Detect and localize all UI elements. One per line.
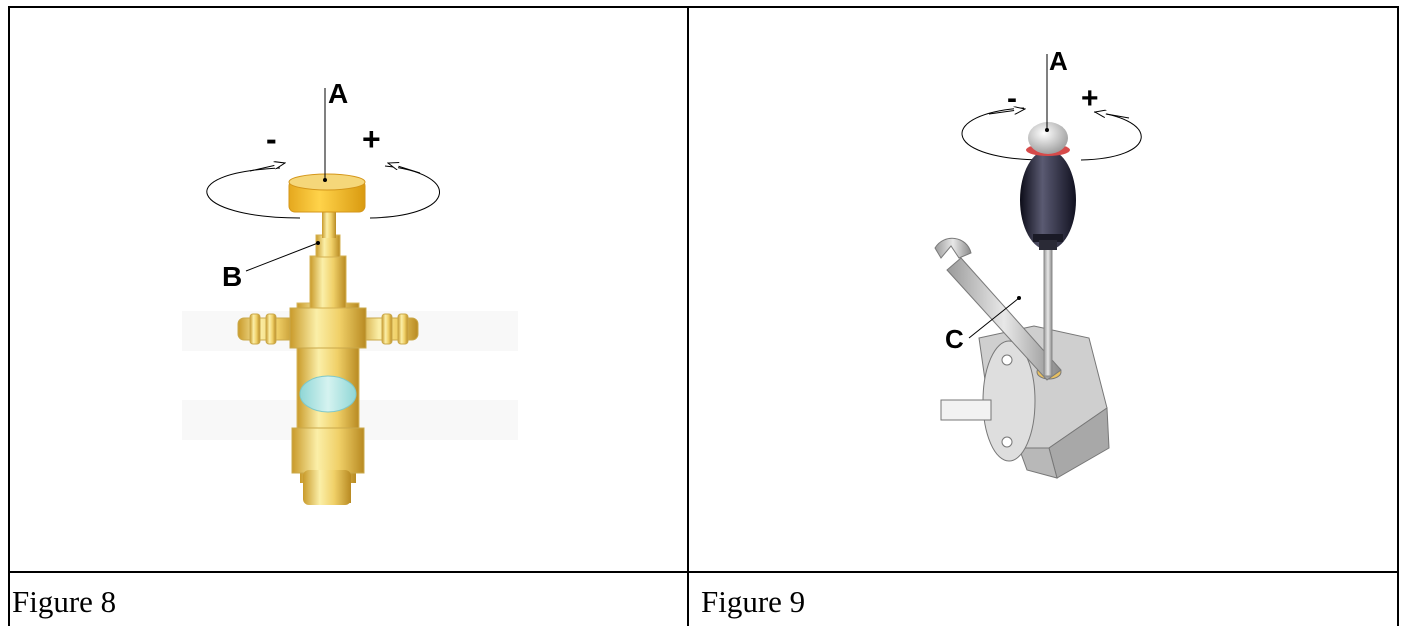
figure-9-caption: Figure 9 xyxy=(701,584,806,619)
figure-8-minus-sign: - xyxy=(266,121,277,157)
table-left-border xyxy=(8,6,10,626)
figure-8-label-b: B xyxy=(222,261,242,292)
table-top-border xyxy=(8,6,1399,8)
figure-8-label-a: A xyxy=(328,78,348,109)
table-row-divider xyxy=(8,571,1399,573)
figure-9-plus-sign: + xyxy=(1081,82,1099,115)
figure-8-valve-illustration: A B - + xyxy=(182,78,518,505)
figure-9-label-c: C xyxy=(945,324,964,354)
table-right-border xyxy=(1397,6,1399,626)
figure-8-plus-sign: + xyxy=(362,121,381,157)
figure-8-caption: Figure 8 xyxy=(12,584,117,619)
figure-9-label-a: A xyxy=(1049,46,1068,76)
figure-9-minus-sign: - xyxy=(1007,82,1017,115)
table-middle-divider xyxy=(687,6,689,626)
figure-9-screwdriver-illustration: A C - + xyxy=(934,46,1142,479)
